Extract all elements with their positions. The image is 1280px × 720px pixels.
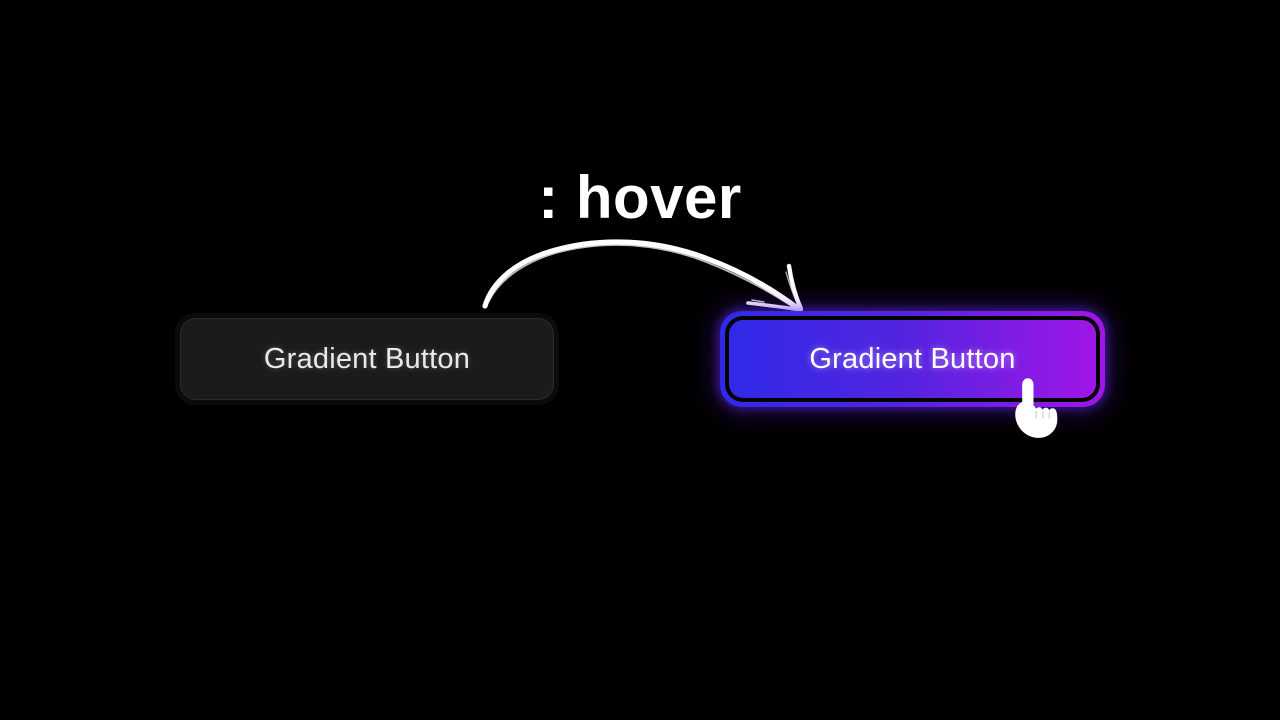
cursor-finger-lines xyxy=(1035,410,1051,419)
page-title: : hover xyxy=(538,164,742,231)
gradient-button-hover[interactable]: Gradient Button xyxy=(720,311,1105,407)
gradient-button-normal[interactable]: Gradient Button xyxy=(175,313,559,405)
gradient-button-hover-inset: Gradient Button xyxy=(725,316,1100,402)
gradient-button-normal-label: Gradient Button xyxy=(180,318,554,400)
gradient-button-hover-label: Gradient Button xyxy=(729,320,1096,398)
curved-hand-drawn-arrow xyxy=(482,239,804,313)
